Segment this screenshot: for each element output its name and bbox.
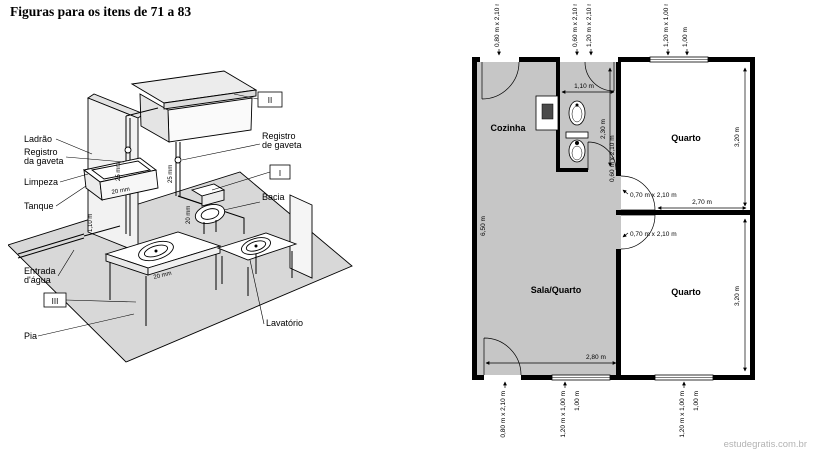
room-label-sala: Sala/Quarto — [531, 285, 582, 295]
window-quarto-top — [649, 56, 709, 63]
dim-quarto-bottom-altura: 3,20 m — [734, 286, 741, 306]
label-entrada-1: Entrada — [24, 266, 56, 276]
dim-bottom-peitoril-sala: 1,00 m — [574, 391, 581, 411]
pipes — [17, 107, 245, 259]
pipe-dim-110: 1,10 m — [88, 214, 94, 232]
marker-box-iii: III — [43, 292, 67, 308]
label-registro-esq-2: da gaveta — [24, 156, 64, 166]
label-registro-esq-1: Registro — [24, 147, 58, 157]
bath-fixtures — [535, 95, 589, 163]
room-label-quarto-top: Quarto — [671, 133, 701, 143]
door-sala-arc — [483, 337, 522, 376]
dim-porta-quarto-bottom: 0,70 m x 2,10 m — [630, 231, 677, 238]
pipe-dim-25a: 25 mm — [116, 163, 122, 181]
door-quarto-bottom-arc — [620, 214, 656, 250]
toilet — [565, 131, 589, 163]
dimension-lines — [485, 49, 747, 388]
quartos-floor — [621, 62, 750, 375]
dim-porta-quarto-top: 0,70 m x 2,10 m — [630, 192, 677, 199]
isometric-plumbing-diagram: Ladrão Registro da gaveta Limpeza Tanque… — [8, 70, 353, 363]
marker-i-text: I — [279, 169, 281, 178]
marker-box-i: I — [269, 164, 291, 180]
pipe-dim-20b: 20 mm — [186, 206, 192, 224]
pia-fixture — [104, 231, 222, 326]
door-cozinha-arc — [481, 61, 520, 100]
dim-bottom-janela-quarto: 1,20 m x 1,00 m — [679, 391, 686, 438]
room-label-cozinha: Cozinha — [491, 123, 527, 133]
valve-icon — [124, 146, 132, 154]
washbasin — [568, 100, 586, 126]
lavatorio-fixture — [216, 232, 298, 296]
valve-icon — [174, 156, 182, 164]
label-ladrao: Ladrão — [24, 134, 52, 144]
pipe-dim-20a: 20 mm — [111, 187, 130, 196]
dim-quarto-top-altura: 3,20 m — [734, 127, 741, 147]
marker-iii-text: III — [52, 297, 59, 306]
dim-porta-banheiro: 0,60 m x 2,10 m — [609, 135, 616, 182]
upper-tank — [130, 70, 258, 143]
dim-bottom-door-sala: 0,80 m x 2,10 m — [500, 391, 507, 438]
door-quarto-top-arc — [620, 175, 656, 211]
label-registro-dir-2: de gaveta — [262, 140, 302, 150]
label-tanque: Tanque — [24, 201, 54, 211]
marker-box-ii: II — [257, 91, 283, 108]
floor-plan: Cozinha Quarto Sala/Quarto Quarto 0,80 m… — [472, 4, 755, 438]
watermark: estudegratis.com.br — [723, 439, 807, 450]
page-title: Figuras para os itens de 71 a 83 — [10, 4, 192, 19]
pipe-dim-20c: 20 mm — [153, 271, 172, 281]
outer-walls — [472, 57, 755, 380]
door-banheiro-arc — [587, 141, 617, 171]
room-label-quarto-bottom: Quarto — [671, 287, 701, 297]
dim-top-janela-quarto: 1,20 m x 1,00 m — [663, 4, 670, 47]
marker-ii-text: II — [268, 96, 272, 105]
dim-top-door-banheiro: 0,60 m x 2,10 m — [572, 4, 579, 47]
dim-banheiro-largura: 1,10 m — [574, 83, 594, 90]
dim-altura-esquerda: 6,50 m — [480, 216, 487, 236]
dim-bottom-peitoril-quarto: 1,00 m — [693, 391, 700, 411]
windows — [551, 56, 714, 381]
leader-lines — [37, 93, 271, 337]
pipe-dim-25b: 25 mm — [168, 165, 174, 183]
door-swings — [481, 61, 656, 376]
dim-top-door-cozinha: 0,80 m x 2,10 m — [494, 4, 501, 47]
label-limpeza: Limpeza — [24, 177, 58, 187]
label-pia: Pia — [24, 331, 37, 341]
dim-bottom-janela-sala: 1,20 m x 1,00 m — [560, 391, 567, 438]
dim-top-door-entrada: 1,20 m x 2,10 m — [586, 4, 593, 47]
window-quarto-bottom — [654, 374, 714, 381]
kitchen-sink — [535, 95, 559, 131]
dim-banheiro-comprimento: 2,30 m — [600, 119, 607, 139]
label-registro-dir-1: Registro — [262, 131, 296, 141]
label-bacia: Bacia — [262, 192, 285, 202]
right-wall-stub — [289, 194, 313, 279]
tanque-fixture — [82, 157, 159, 201]
dim-parede-quartos: 2,70 m — [692, 199, 712, 206]
dim-sala-largura: 2,80 m — [586, 354, 606, 361]
dim-top-peitoril: 1,00 m — [682, 27, 689, 47]
label-lavatorio: Lavatório — [266, 318, 303, 328]
window-sala — [551, 374, 611, 381]
label-entrada-2: d'água — [24, 275, 51, 285]
